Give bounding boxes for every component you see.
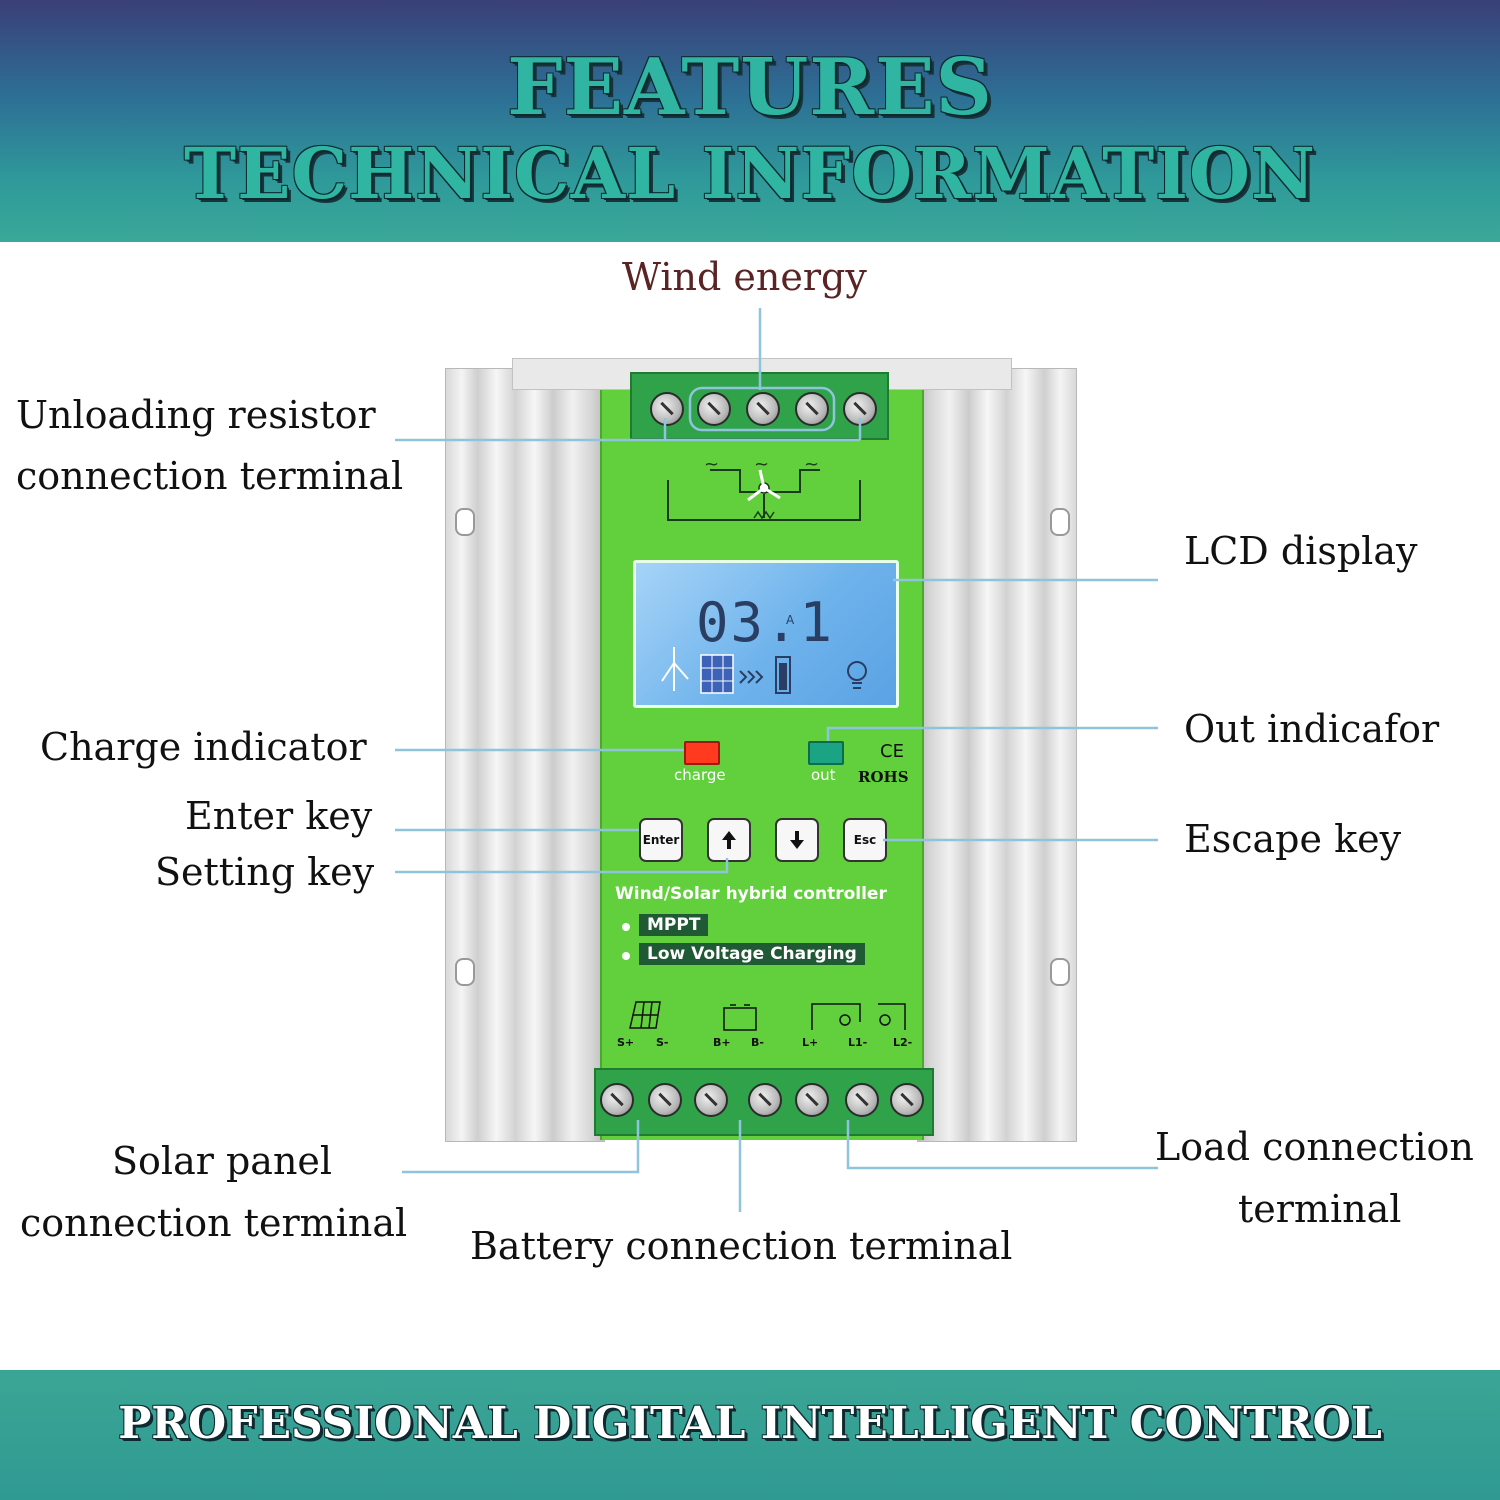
terminal-label: S+ bbox=[617, 1036, 635, 1049]
ce-mark: CE bbox=[880, 741, 904, 762]
label-solar-panel-line1: Solar panel bbox=[112, 1139, 333, 1183]
mounting-hole bbox=[455, 508, 475, 536]
label-unloading-resistor-line2: connection terminal bbox=[16, 454, 404, 498]
screw-terminal[interactable] bbox=[650, 392, 684, 426]
label-load-terminal-line2: terminal bbox=[1238, 1187, 1402, 1231]
header-title-features: FEATURES bbox=[507, 42, 993, 133]
lcd-turbine-icon bbox=[661, 647, 689, 691]
controller-front-panel bbox=[600, 390, 924, 1140]
feature-tag-low-voltage: Low Voltage Charging bbox=[639, 943, 865, 965]
label-charge-indicator: Charge indicator bbox=[40, 725, 367, 769]
label-load-terminal-line1: Load connection bbox=[1155, 1125, 1474, 1169]
heatsink-left bbox=[445, 368, 605, 1142]
screw-terminal[interactable] bbox=[648, 1083, 682, 1117]
heatsink-right bbox=[917, 368, 1077, 1142]
lcd-value: 03.1 bbox=[696, 591, 835, 654]
screw-terminal[interactable] bbox=[697, 392, 731, 426]
terminal-label: B+ bbox=[713, 1036, 731, 1049]
lcd-unit: A bbox=[786, 613, 795, 627]
label-solar-panel-line2: connection terminal bbox=[20, 1201, 408, 1245]
down-key[interactable] bbox=[775, 818, 819, 862]
arrow-down-icon bbox=[790, 831, 804, 849]
screw-terminal[interactable] bbox=[795, 1083, 829, 1117]
label-unloading-resistor-line1: Unloading resistor bbox=[16, 393, 376, 437]
terminal-label: S- bbox=[656, 1036, 669, 1049]
mounting-hole bbox=[1050, 508, 1070, 536]
screw-terminal[interactable] bbox=[746, 392, 780, 426]
enter-key[interactable]: Enter bbox=[639, 818, 683, 862]
footer-banner bbox=[0, 1370, 1500, 1500]
device-title: Wind/Solar hybrid controller bbox=[615, 884, 887, 904]
out-led-label: out bbox=[811, 766, 836, 784]
label-out-indicator: Out indicafor bbox=[1184, 707, 1440, 751]
terminal-label: B- bbox=[751, 1036, 764, 1049]
lcd-flow-arrows-icon bbox=[739, 670, 764, 684]
out-led bbox=[808, 741, 844, 765]
terminal-label: L1- bbox=[848, 1036, 868, 1049]
label-setting-key: Setting key bbox=[155, 850, 375, 894]
lcd-solar-panel-icon bbox=[700, 654, 734, 694]
screw-terminal[interactable] bbox=[890, 1083, 924, 1117]
screw-terminal[interactable] bbox=[748, 1083, 782, 1117]
screw-terminal[interactable] bbox=[795, 392, 829, 426]
header-title-technical-information: TECHNICAL INFORMATION bbox=[184, 132, 1316, 215]
screw-terminal[interactable] bbox=[600, 1083, 634, 1117]
mounting-hole bbox=[1050, 958, 1070, 986]
mounting-hole bbox=[455, 958, 475, 986]
escape-key[interactable]: Esc bbox=[843, 818, 887, 862]
feature-tag-mppt: MPPT bbox=[639, 914, 709, 936]
bullet-dot bbox=[622, 923, 630, 931]
arrow-up-icon bbox=[722, 831, 736, 849]
screw-terminal[interactable] bbox=[694, 1083, 728, 1117]
lcd-bulb-icon bbox=[847, 661, 867, 689]
screw-terminal[interactable] bbox=[845, 1083, 879, 1117]
label-battery-terminal: Battery connection terminal bbox=[470, 1224, 1013, 1268]
lcd-battery-icon bbox=[775, 656, 791, 694]
label-wind-energy: Wind energy bbox=[622, 255, 867, 299]
up-key[interactable] bbox=[707, 818, 751, 862]
rohs-mark: ROHS bbox=[858, 768, 909, 786]
header-banner bbox=[0, 0, 1500, 242]
terminal-label: L2- bbox=[893, 1036, 913, 1049]
bullet-dot bbox=[622, 952, 630, 960]
label-enter-key: Enter key bbox=[185, 794, 373, 838]
charge-led-label: charge bbox=[674, 766, 726, 784]
terminal-label: L+ bbox=[802, 1036, 819, 1049]
charge-led bbox=[684, 741, 720, 765]
footer-title: PROFESSIONAL DIGITAL INTELLIGENT CONTROL bbox=[118, 1398, 1382, 1449]
label-escape-key: Escape key bbox=[1184, 817, 1402, 861]
lcd-display: 03.1 A bbox=[633, 560, 899, 708]
screw-terminal[interactable] bbox=[843, 392, 877, 426]
label-lcd-display: LCD display bbox=[1184, 529, 1418, 573]
